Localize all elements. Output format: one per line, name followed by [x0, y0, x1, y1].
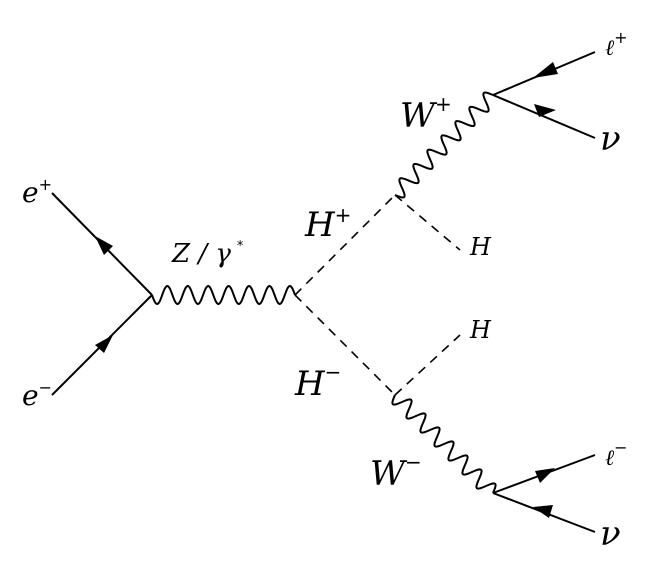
h-lower-line	[394, 334, 461, 396]
z-gamma-propagator	[151, 284, 296, 306]
label-w-plus: W+	[400, 92, 452, 136]
label-e-plus: e+	[22, 175, 52, 209]
label-nu-upper: ν	[600, 119, 621, 159]
label-e-minus: e−	[22, 378, 52, 412]
h-upper-line	[394, 194, 461, 251]
label-h-minus: H−	[294, 360, 341, 404]
w-plus-propagator	[394, 91, 494, 199]
nu-upper-arrow	[534, 104, 556, 117]
w-minus-propagator	[391, 394, 497, 494]
nu-lower-arrow	[533, 505, 553, 518]
label-h-plus: H+	[304, 203, 351, 245]
label-w-minus: W−	[370, 450, 422, 494]
l-minus-arrow	[535, 468, 555, 483]
label-nu-lower: ν	[600, 514, 621, 554]
e-minus-arrow	[95, 335, 113, 353]
l-plus-arrow	[533, 62, 558, 78]
label-z-gamma: Z / γ*	[171, 239, 244, 269]
label-h-lower: H	[469, 316, 492, 344]
h-plus-propagator	[294, 194, 396, 296]
h-minus-propagator	[294, 294, 396, 396]
nu-upper-line	[492, 94, 596, 139]
label-h-upper: H	[469, 233, 492, 261]
e-plus-arrow	[95, 236, 113, 255]
label-l-plus: ℓ+	[605, 28, 628, 61]
label-l-minus: ℓ−	[605, 438, 628, 471]
